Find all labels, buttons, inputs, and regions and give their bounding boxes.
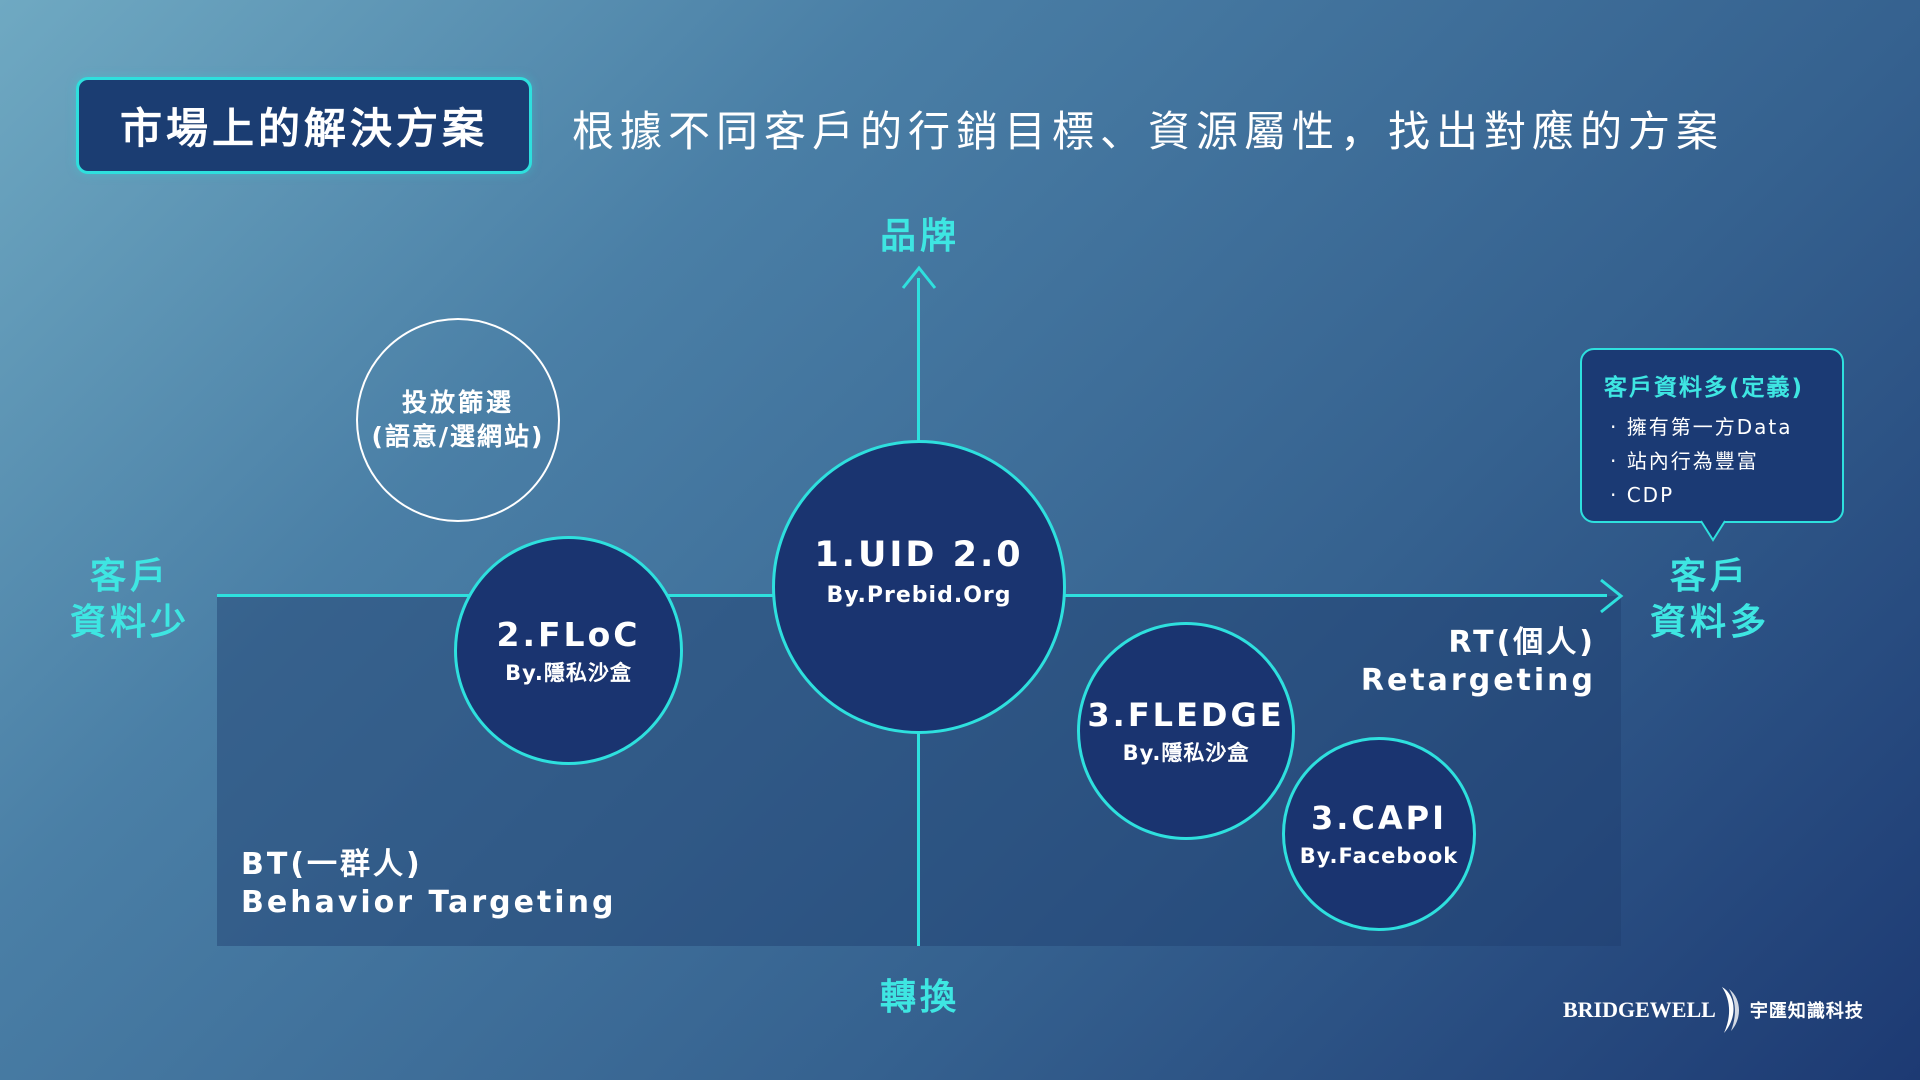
capi-title: 3.CAPI [1310,799,1448,837]
capi-sub: By.Facebook [1299,844,1459,868]
circle-capi: 3.CAPI By.Facebook [1282,737,1476,931]
callout-item: · 擁有第一方Data [1610,415,1793,439]
quadrant-label-bt: BT(一群人) Behavior Targeting [241,846,616,922]
targeting-line1: 投放篩選 [401,388,514,417]
y-axis-arrow-icon [901,265,937,289]
callout-title: 客戶資料多(定義) [1604,375,1805,401]
circle-fledge: 3.FLEDGE By.隱私沙盒 [1077,622,1295,840]
axis-label-left: 客戶 資料少 [69,556,190,643]
axis-label-bottom: 轉換 [879,977,960,1018]
bt-label-line1: BT(一群人) [241,847,423,882]
targeting-line2: (語意/選網站) [371,422,545,451]
callout-item: · CDP [1610,483,1675,507]
floc-sub: By.隱私沙盒 [505,660,632,685]
floc-title: 2.FLoC [496,614,641,654]
x-axis-arrow-icon [1600,578,1624,614]
fledge-sub: By.隱私沙盒 [1122,741,1250,765]
rt-label-line1: RT(個人) [1448,625,1596,660]
bt-label-line2: Behavior Targeting [241,885,617,920]
uid-sub: By.Prebid.Org [826,583,1012,608]
axis-label-right: 客戶 資料多 [1649,556,1770,643]
brand-logo: BRIDGEWELL 宇匯知識科技 [1563,985,1864,1035]
circle-floc: 2.FLoC By.隱私沙盒 [454,536,683,765]
rt-label-line2: Retargeting [1360,663,1596,698]
uid-title: 1.UID 2.0 [814,535,1024,575]
quadrant-label-rt: RT(個人) Retargeting [1300,624,1596,700]
logo-wordmark: BRIDGEWELL [1563,997,1716,1022]
logo-swoosh-icon [1721,987,1739,1033]
page-title: 市場上的解決方案 [119,104,488,153]
axis-label-top: 品牌 [879,216,960,257]
circle-targeting: 投放篩選 (語意/選網站) [356,318,560,522]
page-subtitle: 根據不同客戶的行銷目標、資源屬性，找出對應的方案 [572,107,1725,156]
fledge-title: 3.FLEDGE [1087,696,1285,734]
circle-uid: 1.UID 2.0 By.Prebid.Org [772,440,1066,734]
callout-definition: 客戶資料多(定義) · 擁有第一方Data · 站內行為豐富 · CDP [1580,348,1844,523]
title-box: 市場上的解決方案 [76,77,532,174]
callout-item: · 站內行為豐富 [1610,449,1759,473]
logo-chinese-name: 宇匯知識科技 [1749,1001,1864,1022]
callout-pointer-icon [1700,520,1726,542]
